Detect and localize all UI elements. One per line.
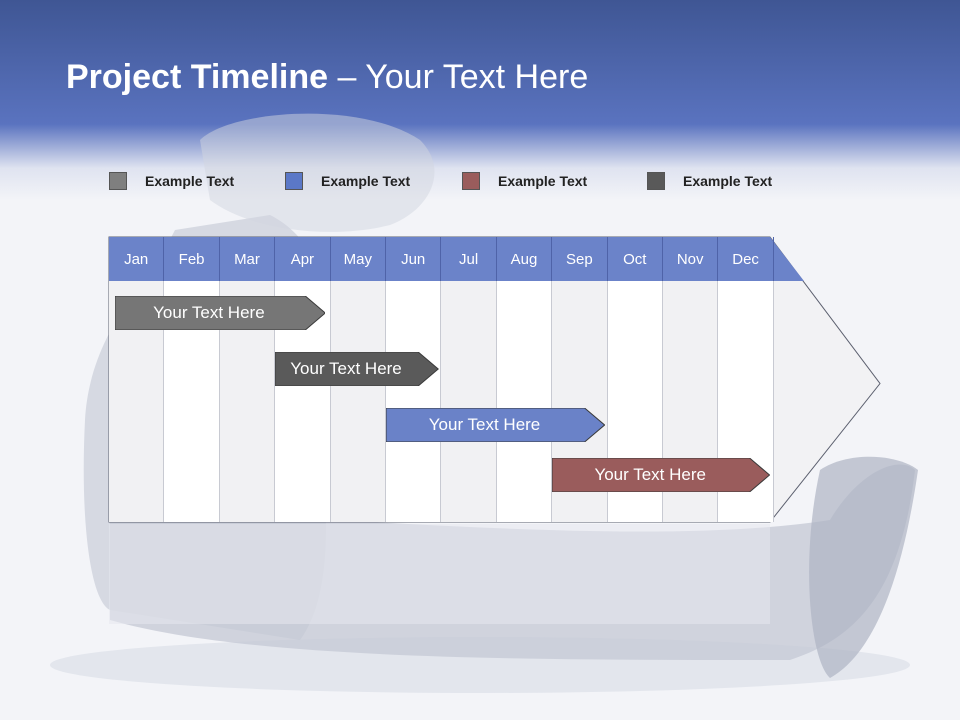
legend-label: Example Text bbox=[683, 173, 773, 189]
legend-item: Example Text bbox=[285, 171, 410, 191]
month-label: Dec bbox=[718, 237, 774, 281]
month-label: Oct bbox=[608, 237, 663, 281]
month-label: Jan bbox=[109, 237, 165, 281]
month-label: Sep bbox=[552, 237, 608, 281]
page-title-rest: – Your Text Here bbox=[328, 58, 589, 96]
month-label: Feb bbox=[164, 237, 220, 281]
legend-swatch bbox=[285, 172, 303, 190]
page-title: Project Timeline – Your Text Here bbox=[66, 58, 588, 97]
month-label: Mar bbox=[220, 237, 276, 281]
month-label: Nov bbox=[663, 237, 719, 281]
task-label: Your Text Here bbox=[594, 465, 706, 484]
legend-swatch bbox=[647, 172, 665, 190]
month-label: Aug bbox=[497, 237, 553, 281]
task-bar[interactable]: Your Text Here bbox=[386, 408, 605, 442]
arrow-reflection bbox=[109, 524, 770, 624]
month-label: Jul bbox=[441, 237, 497, 281]
month-label: Jun bbox=[386, 237, 442, 281]
month-column bbox=[496, 281, 553, 522]
month-label: May bbox=[331, 237, 386, 281]
task-label: Your Text Here bbox=[428, 415, 541, 434]
legend-item: Example Text bbox=[647, 171, 772, 191]
month-label: Apr bbox=[275, 237, 331, 281]
task-bar[interactable]: Your Text Here bbox=[552, 458, 770, 492]
task-label: Your Text Here bbox=[290, 359, 402, 378]
legend-swatch bbox=[109, 172, 127, 190]
month-header-band bbox=[109, 237, 804, 281]
task-bar[interactable]: Your Text Here bbox=[114, 296, 326, 330]
task-bar[interactable]: Your Text Here bbox=[275, 352, 439, 386]
legend-label: Example Text bbox=[145, 173, 235, 189]
legend-label: Example Text bbox=[321, 173, 411, 189]
legend-item: Example Text bbox=[462, 171, 587, 191]
legend-swatch bbox=[462, 172, 480, 190]
task-arrow-shape bbox=[552, 458, 770, 492]
task-arrow-shape bbox=[114, 296, 326, 330]
month-column bbox=[330, 281, 386, 522]
task-arrow-shape bbox=[386, 408, 605, 442]
legend-item: Example Text bbox=[109, 171, 234, 191]
task-label: Your Text Here bbox=[153, 303, 265, 322]
header-band bbox=[0, 0, 960, 200]
task-arrow-shape bbox=[275, 352, 439, 386]
page-title-bold: Project Timeline bbox=[66, 58, 329, 96]
month-column bbox=[386, 281, 442, 522]
month-column bbox=[441, 281, 497, 522]
legend-label: Example Text bbox=[498, 173, 588, 189]
